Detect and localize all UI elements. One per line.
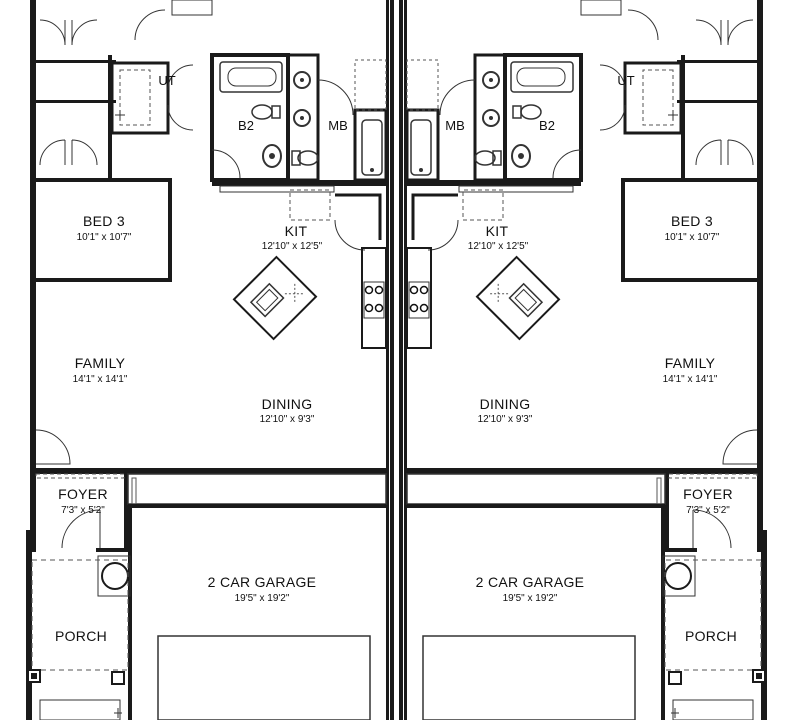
room-label-b2-left: B2 xyxy=(238,118,254,133)
room-dim-family-right: 14'1" x 14'1" xyxy=(662,374,718,385)
room-dim-garage-left: 19'5" x 19'2" xyxy=(234,593,290,604)
room-label-ut-left: UT xyxy=(158,73,176,88)
room-dim-kit-right: 12'10" x 12'5" xyxy=(467,241,529,252)
room-label-b2-right: B2 xyxy=(539,118,555,133)
room-dim-family-left: 14'1" x 14'1" xyxy=(72,374,128,385)
room-label-family-left: FAMILY xyxy=(74,355,126,371)
room-label-foyer-right: FOYER xyxy=(683,486,733,502)
room-dim-foyer-left: 7'3" x 5'2" xyxy=(61,505,105,516)
room-label-family-right: FAMILY xyxy=(664,355,716,371)
room-dim-bed3-left: 10'1" x 10'7" xyxy=(76,232,132,243)
room-dim-bed3-right: 10'1" x 10'7" xyxy=(664,232,720,243)
room-label-porch-left: PORCH xyxy=(54,628,108,644)
room-label-dining-right: DINING xyxy=(479,396,531,412)
room-label-mb-right: MB xyxy=(445,118,465,133)
room-label-ut-right: UT xyxy=(617,73,635,88)
room-dim-kit-left: 12'10" x 12'5" xyxy=(261,241,323,252)
room-label-porch-right: PORCH xyxy=(684,628,738,644)
room-label-garage-left: 2 CAR GARAGE xyxy=(207,574,317,590)
room-dim-dining-right: 12'10" x 9'3" xyxy=(477,414,533,425)
room-label-kit-left: KIT xyxy=(284,223,308,239)
room-label-bed3-left: BED 3 xyxy=(83,213,125,229)
room-label-bed3-right: BED 3 xyxy=(671,213,713,229)
room-label-garage-right: 2 CAR GARAGE xyxy=(475,574,585,590)
room-label-kit-right: KIT xyxy=(485,223,509,239)
room-dim-dining-left: 12'10" x 9'3" xyxy=(259,414,315,425)
room-label-foyer-left: FOYER xyxy=(58,486,108,502)
room-label-dining-left: DINING xyxy=(261,396,313,412)
room-label-mb-left: MB xyxy=(328,118,348,133)
room-dim-foyer-right: 7'3" x 5'2" xyxy=(686,505,730,516)
room-dim-garage-right: 19'5" x 19'2" xyxy=(502,593,558,604)
